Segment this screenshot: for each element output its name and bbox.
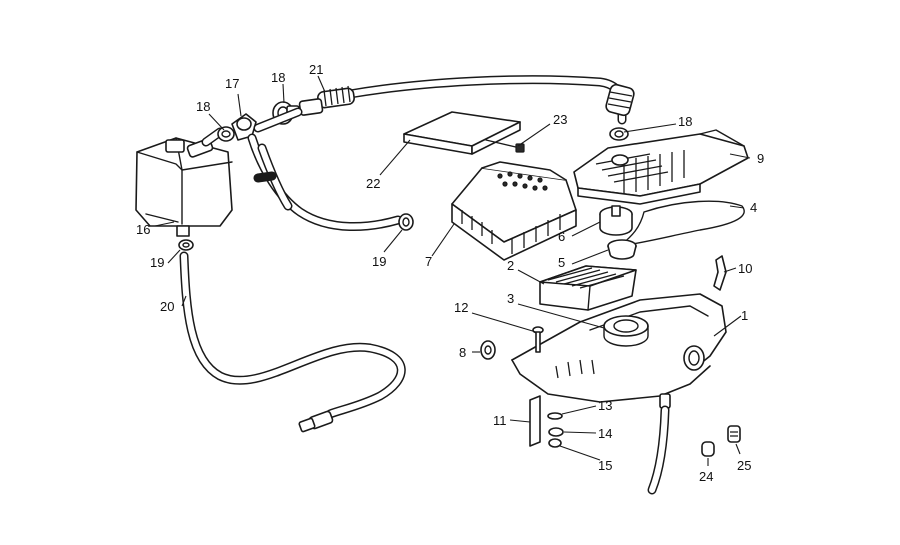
callout-17: 17 <box>225 76 239 91</box>
ring-8 <box>480 340 496 360</box>
callout-13: 13 <box>598 398 612 413</box>
callout-15: 15 <box>598 458 612 473</box>
upper-housing-9 <box>573 129 749 205</box>
callout-labels: 1 2 3 4 5 6 7 8 9 10 11 12 13 14 15 16 1… <box>136 62 764 484</box>
breather-hose-21 <box>298 75 635 125</box>
hose-clamp-18-right <box>609 127 629 141</box>
nut-15 <box>548 438 562 448</box>
hose-clamp-18-left <box>217 126 235 142</box>
callout-4: 4 <box>750 200 757 215</box>
bracket-11 <box>529 395 541 447</box>
washer-13 <box>547 412 563 420</box>
callout-10: 10 <box>738 261 752 276</box>
callout-16: 16 <box>136 222 150 237</box>
callout-20: 20 <box>160 299 174 314</box>
cover-plate-22 <box>403 111 521 155</box>
reservoir-tank-16 <box>135 127 233 237</box>
air-filter-2 <box>539 265 637 311</box>
nut-14 <box>548 427 564 437</box>
callout-18-top: 18 <box>271 70 285 85</box>
clip-10 <box>713 255 727 291</box>
hose-clamp-19-right <box>398 213 414 231</box>
filter-cover-7 <box>451 161 577 261</box>
drain-tube <box>647 405 670 495</box>
cover-vent-dots <box>497 171 548 191</box>
callout-21: 21 <box>309 62 323 77</box>
callout-19-left: 19 <box>150 255 164 270</box>
connector-17 <box>231 107 403 232</box>
valve-seat-5 <box>607 239 637 260</box>
lower-housing-1 <box>511 293 727 409</box>
callout-22: 22 <box>366 176 380 191</box>
callout-7: 7 <box>425 254 432 269</box>
callout-18-right: 18 <box>678 114 692 129</box>
callout-6: 6 <box>558 229 565 244</box>
drain-hose-20 <box>179 251 406 433</box>
callout-8: 8 <box>459 345 466 360</box>
callout-23: 23 <box>553 112 567 127</box>
callout-14: 14 <box>598 426 612 441</box>
leader-lines <box>154 75 751 466</box>
cap-25 <box>727 425 741 443</box>
callout-2: 2 <box>507 258 514 273</box>
callout-3: 3 <box>507 291 514 306</box>
callout-25: 25 <box>737 458 751 473</box>
callout-24: 24 <box>699 469 713 484</box>
callout-9: 9 <box>757 151 764 166</box>
callout-5: 5 <box>558 255 565 270</box>
gasket-4 <box>619 200 745 247</box>
callout-11: 11 <box>493 413 507 428</box>
callout-1: 1 <box>741 308 748 323</box>
callout-19-right: 19 <box>372 254 386 269</box>
hose-clamp-19-left <box>178 239 194 251</box>
callout-18-left: 18 <box>196 99 210 114</box>
callout-12: 12 <box>454 300 468 315</box>
valve-6 <box>599 205 633 236</box>
plug-24 <box>701 441 715 457</box>
